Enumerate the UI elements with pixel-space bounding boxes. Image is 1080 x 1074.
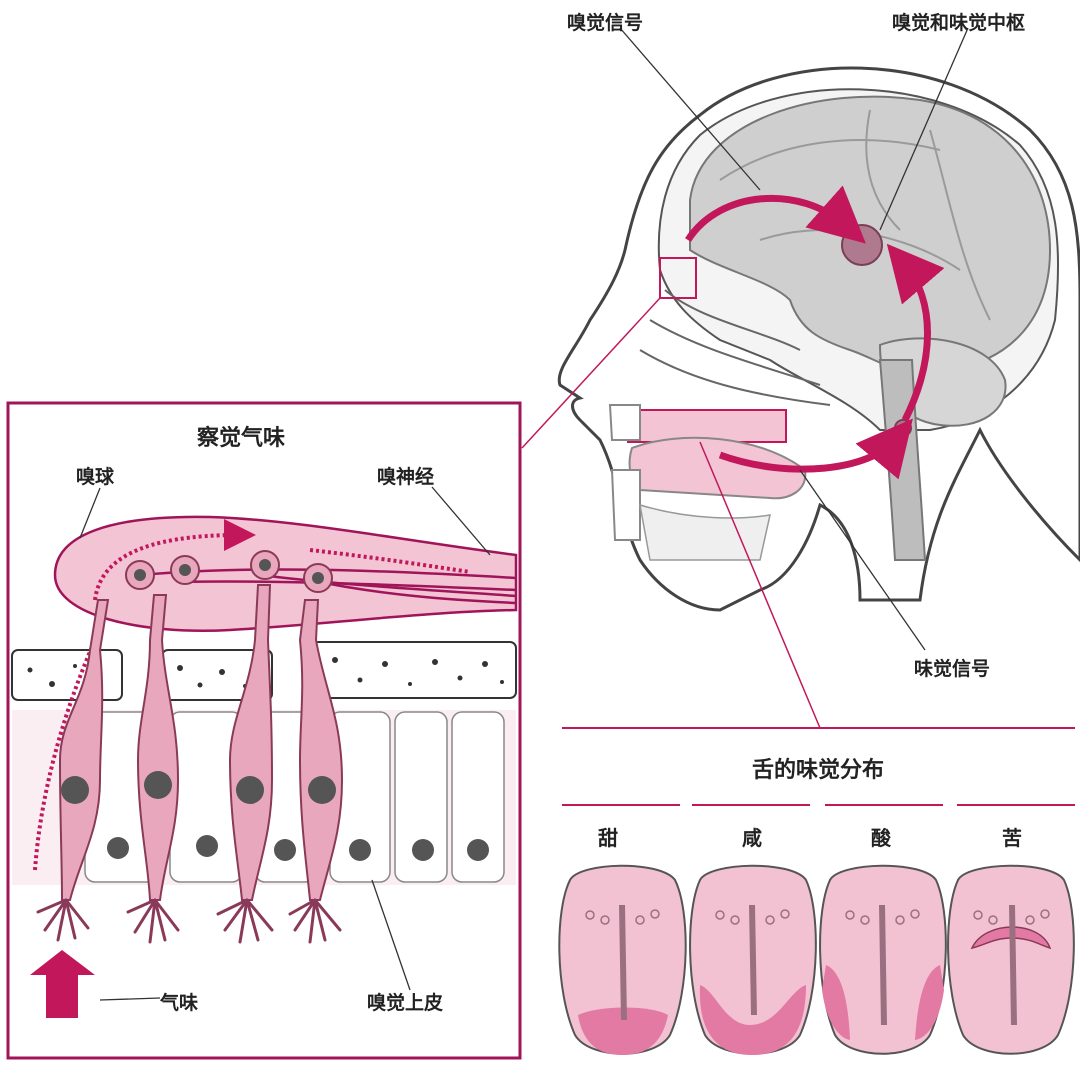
tongue-sweet — [558, 864, 687, 1055]
leader-olfactory-signal — [619, 27, 761, 191]
inset-title: 察觉气味 — [197, 426, 286, 451]
odor-path-dashed — [33, 639, 97, 871]
tongue-taste-map — [558, 727, 1075, 1055]
label-taste-bitter: 苦 — [1002, 826, 1022, 850]
label-odor: 气味 — [160, 992, 199, 1014]
label-olfactory-nerve: 嗅神经 — [377, 466, 435, 488]
sweet-zone — [578, 1007, 668, 1055]
label-taste-sweet: 甜 — [598, 826, 618, 850]
leader-center — [879, 27, 969, 231]
sour-zone-right — [915, 965, 944, 1040]
tongue-salty — [689, 864, 817, 1055]
olfactory-signal-arrow — [685, 185, 866, 244]
label-gustatory-signal: 味觉信号 — [914, 658, 991, 680]
zoom-line-tongue — [699, 441, 821, 729]
leader-bulb — [79, 487, 101, 539]
olfactory-region-box — [659, 257, 697, 299]
leader-gustatory-signal — [799, 469, 926, 651]
leader-odor — [99, 997, 161, 1001]
tongue-sour — [819, 864, 947, 1055]
label-taste-sour: 酸 — [871, 826, 891, 850]
nerve-signal-arrow — [309, 548, 471, 574]
bulb-signal-arrow — [93, 519, 256, 601]
leader-nerve — [431, 486, 491, 556]
label-olfactory-signal: 嗅觉信号 — [567, 12, 644, 34]
tongue-papillae — [585, 909, 1050, 925]
olfactory-bulb — [53, 515, 518, 632]
label-center: 嗅觉和味觉中枢 — [892, 12, 1026, 34]
ascending-signal-arrow — [886, 243, 945, 422]
receptor-nuclei — [61, 559, 336, 804]
gustatory-signal-arrow — [718, 418, 913, 480]
head-illustration — [521, 27, 1080, 729]
smell-taste-center-node — [841, 224, 883, 266]
tongue-title: 舌的味觉分布 — [752, 758, 885, 783]
brainstem-node — [894, 419, 912, 437]
olfaction-inset — [6, 401, 522, 1060]
label-olfactory-bulb: 嗅球 — [76, 466, 115, 488]
odor-arrow — [30, 950, 95, 1018]
salty-zone — [699, 985, 806, 1055]
leader-epithelium — [371, 879, 411, 991]
zoom-line-olfactory — [521, 297, 661, 449]
sour-zone-left — [822, 965, 850, 1040]
label-olfactory-epithelium: 嗅觉上皮 — [367, 992, 444, 1014]
label-taste-salty: 咸 — [742, 826, 762, 850]
epithelium-cells — [84, 711, 505, 883]
tongue-bitter — [947, 864, 1075, 1055]
receptor-cilia — [36, 898, 342, 944]
